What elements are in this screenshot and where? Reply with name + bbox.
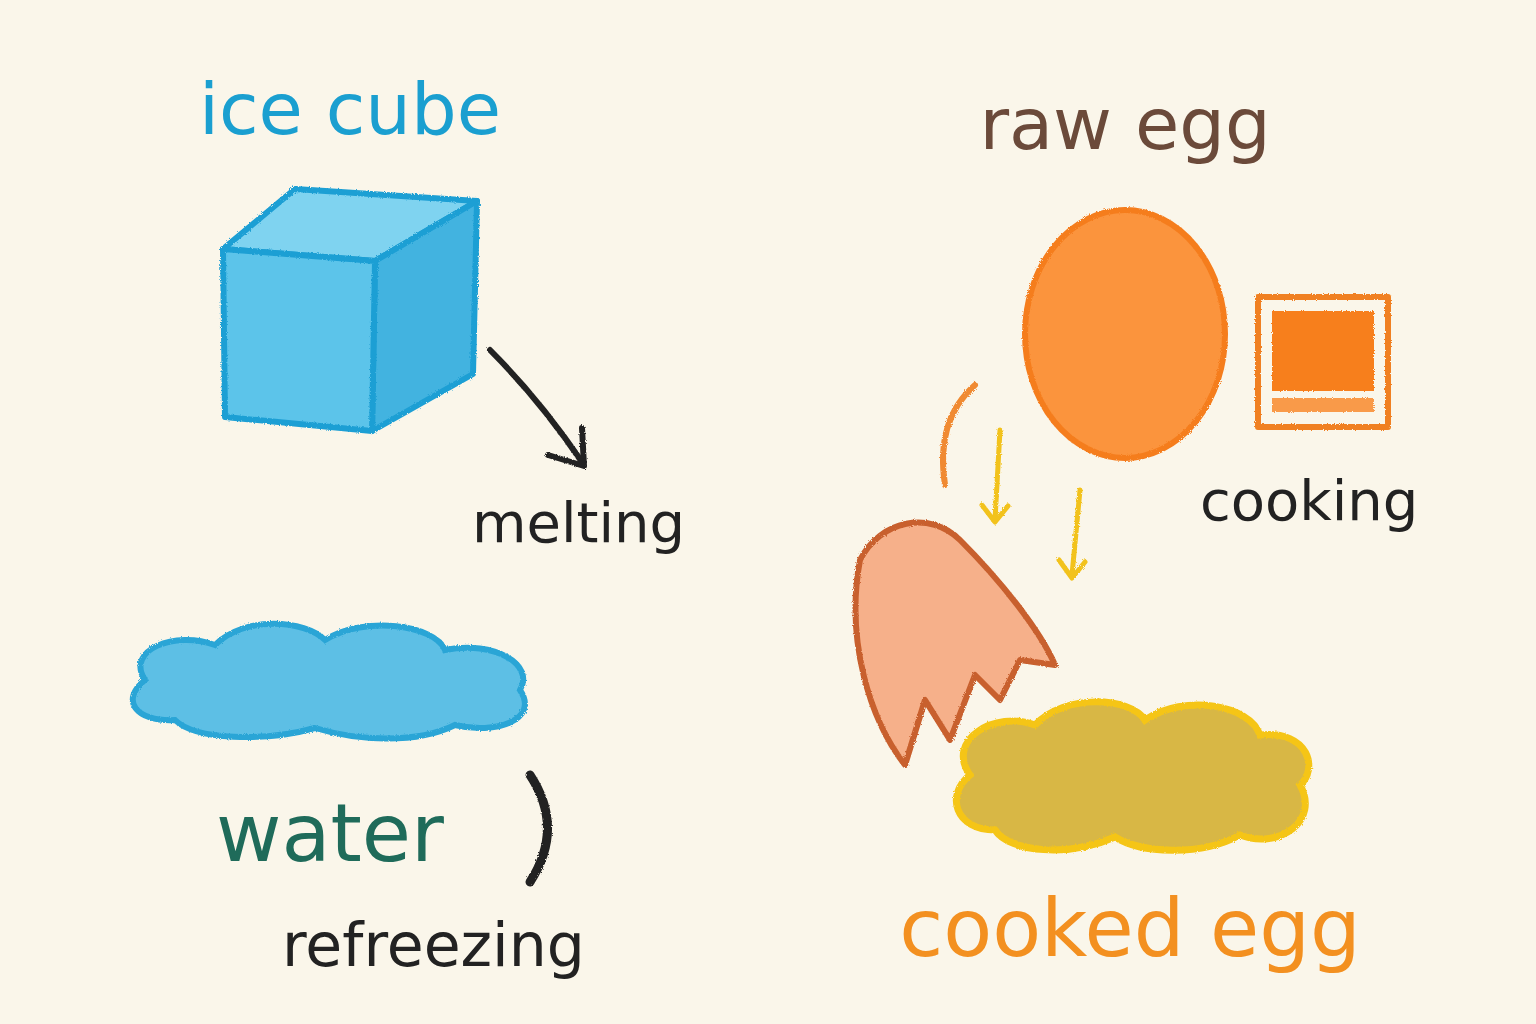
water-node: water	[110, 610, 550, 878]
cooked-egg-node: cooked egg	[840, 685, 1420, 973]
node-label: water	[216, 790, 444, 878]
node-shape	[1015, 204, 1235, 464]
process-arrow	[1137, 476, 1143, 673]
drip-arrow	[982, 430, 1008, 522]
process-note: refreezing	[282, 912, 585, 978]
node-label: ice cube	[199, 70, 501, 149]
square-fill	[1272, 311, 1374, 391]
raw-egg-node: raw egg	[900, 85, 1350, 464]
node-shape	[215, 179, 485, 439]
process-arrow	[317, 449, 323, 600]
square-strip	[1272, 398, 1374, 412]
curved-arrow	[943, 385, 975, 485]
edge-label: melting	[472, 492, 685, 554]
small-square	[1258, 297, 1388, 427]
node-shape	[940, 685, 1320, 865]
ice-cube-node: ice cube	[130, 70, 570, 439]
edge-label: cooking	[1200, 470, 1418, 532]
diagonal-arrow	[490, 350, 582, 462]
bracket	[530, 775, 548, 882]
node-label: raw egg	[979, 85, 1270, 164]
node-label: cooked egg	[899, 885, 1361, 973]
arrow-head	[548, 428, 584, 466]
node-shape	[115, 610, 545, 745]
drip-arrow	[1059, 490, 1085, 578]
